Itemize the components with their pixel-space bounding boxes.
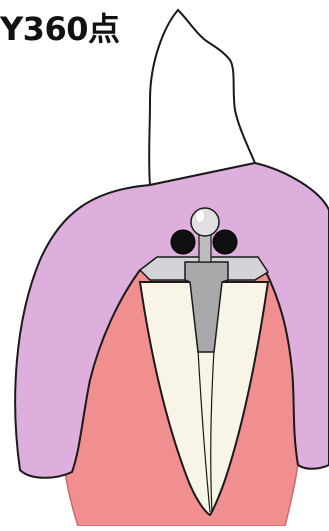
ball-head [191,208,219,236]
caption-text: Y360点 [0,4,119,50]
denture-tooth [149,10,255,185]
retention-ring-left [171,230,195,254]
ball-highlight [196,210,204,222]
retention-ring-right [213,230,237,254]
